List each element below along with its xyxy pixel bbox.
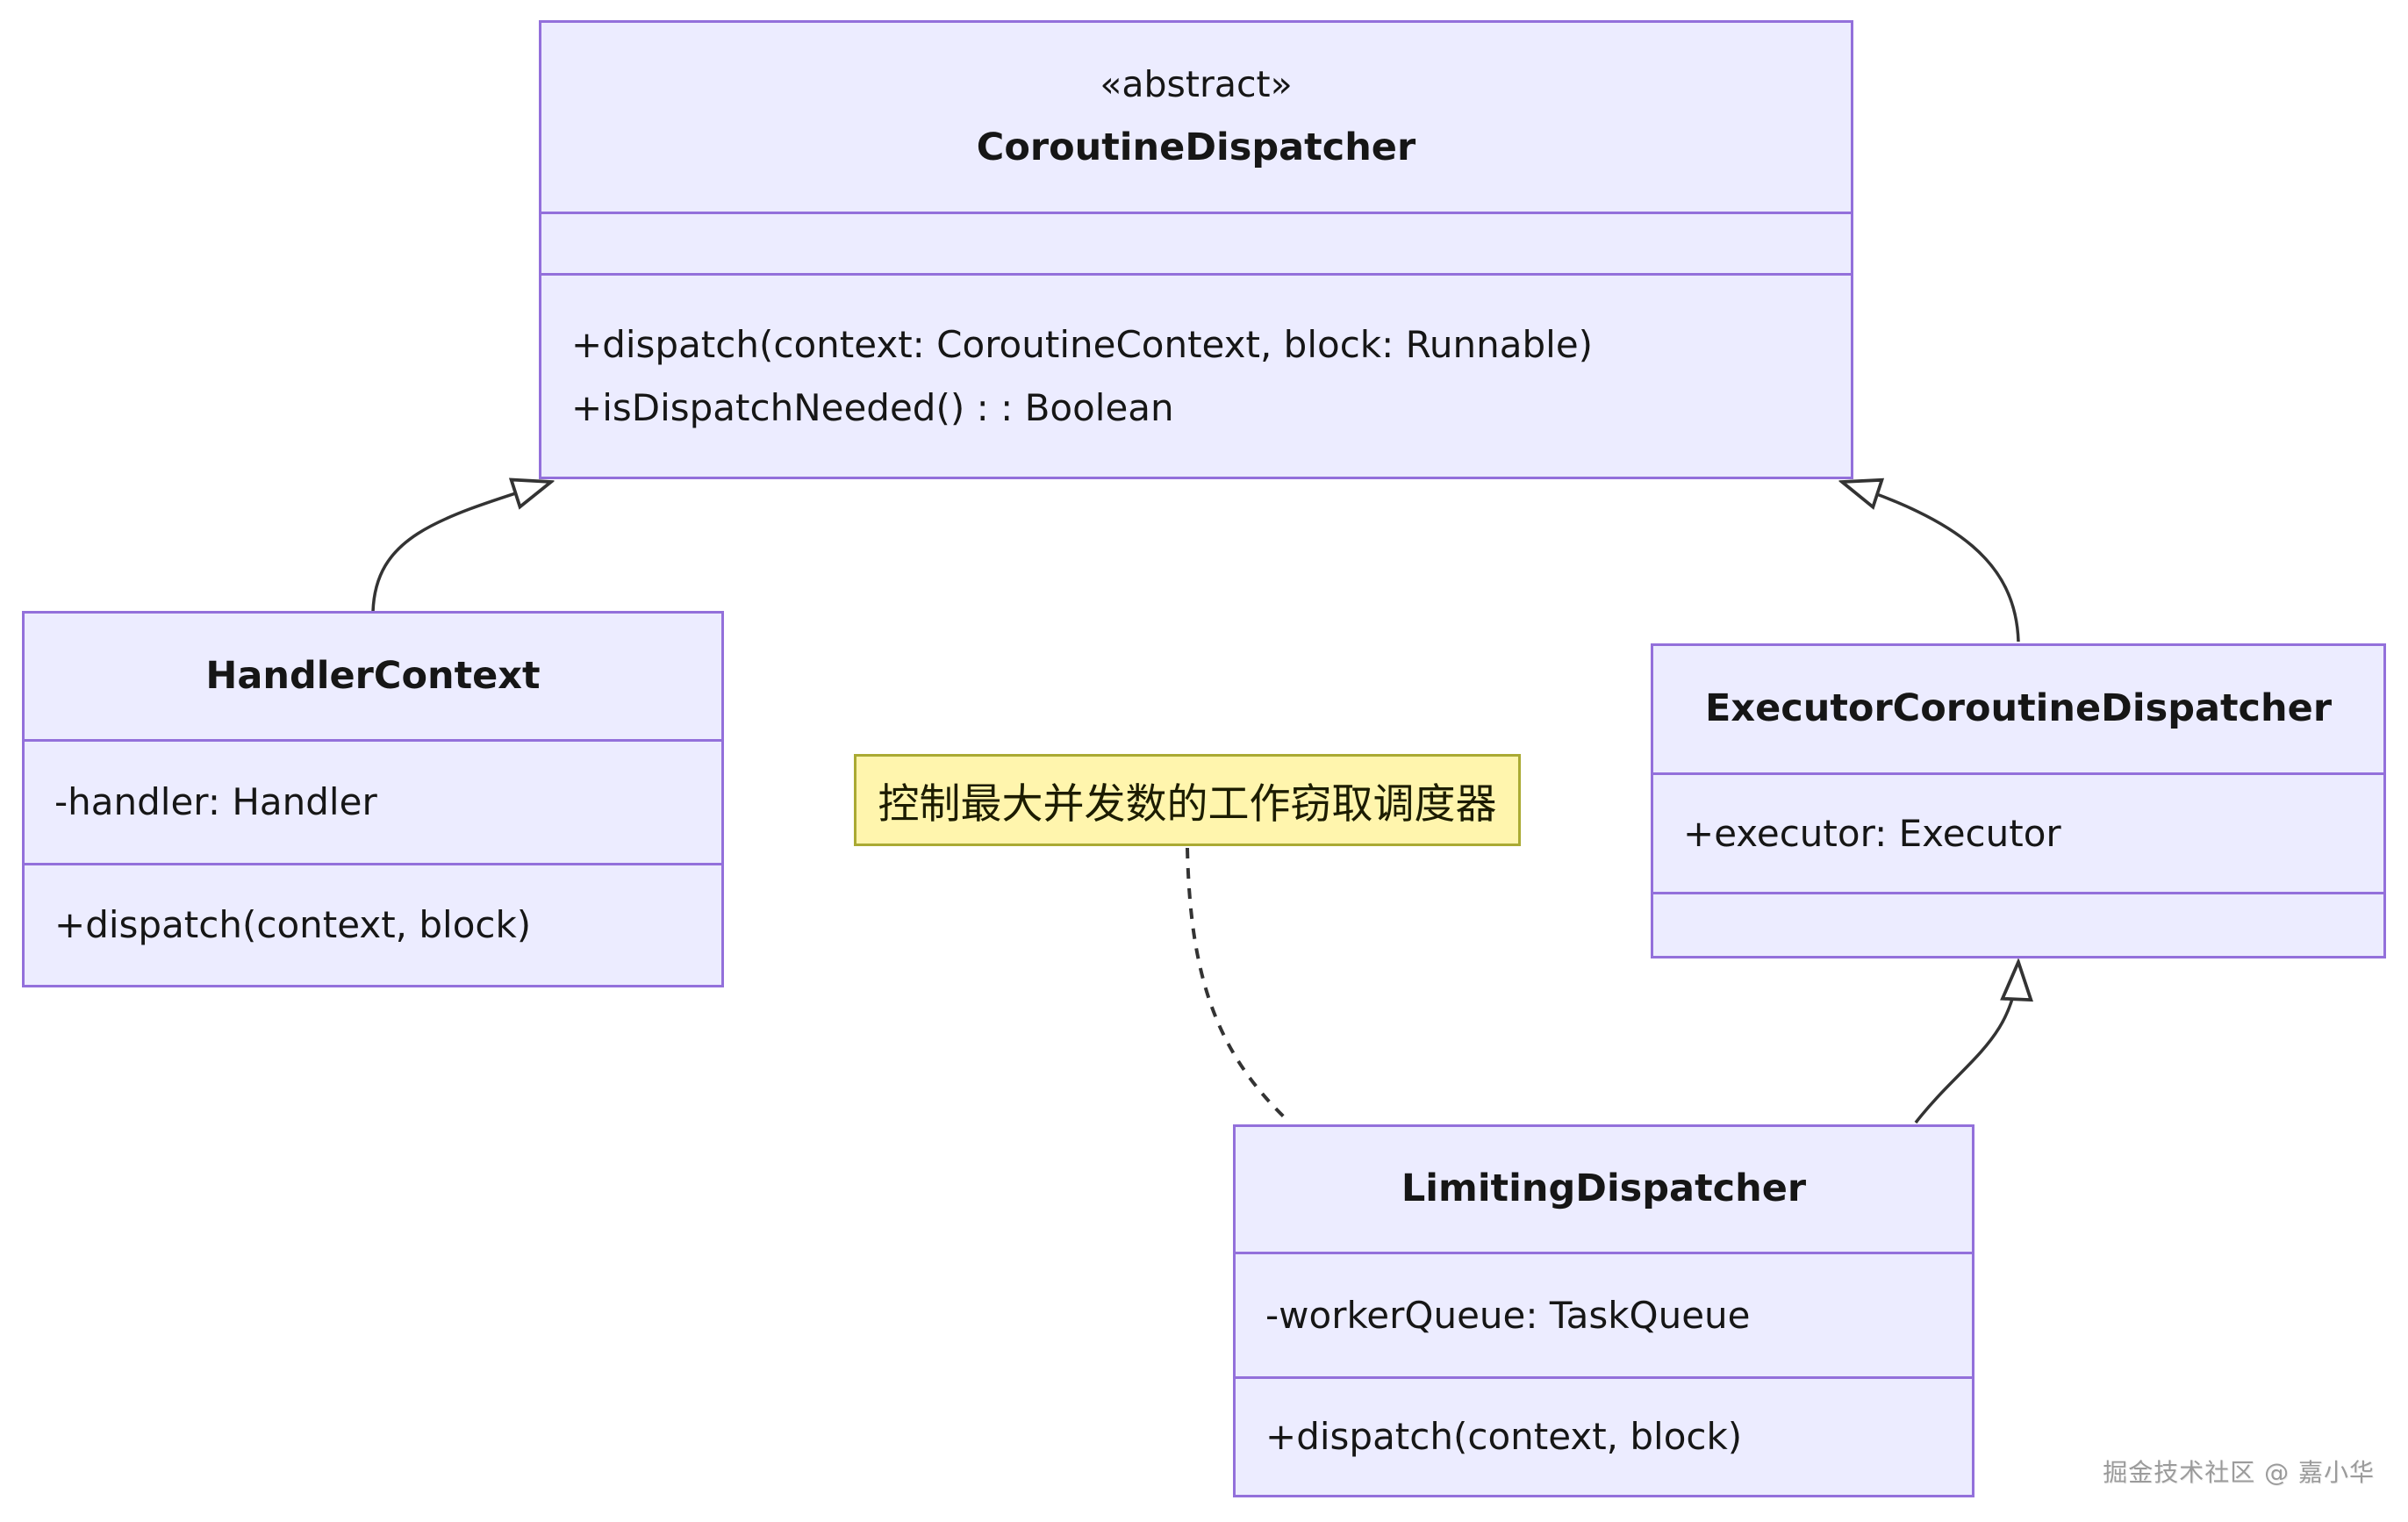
note-text: 控制最大并发数的工作窃取调度器 — [878, 780, 1497, 829]
class-method: +dispatch(context: CoroutineContext, blo… — [571, 323, 1594, 367]
class-title: «abstract» CoroutineDispatcher — [541, 23, 1851, 212]
class-title: ExecutorCoroutineDispatcher — [1653, 646, 2383, 772]
class-method: +dispatch(context, block) — [54, 903, 532, 947]
class-methods: +dispatch(context: CoroutineContext, blo… — [541, 273, 1851, 477]
class-attributes: -handler: Handler — [25, 739, 721, 863]
class-attributes: -workerQueue: TaskQueue — [1236, 1252, 1972, 1376]
class-attributes-empty — [541, 212, 1851, 273]
class-methods: +dispatch(context, block) — [1236, 1376, 1972, 1495]
class-method: +dispatch(context, block) — [1265, 1415, 1743, 1459]
class-attribute: -workerQueue: TaskQueue — [1265, 1293, 1751, 1337]
note-link-edge — [1186, 847, 1291, 1124]
class-methods: +dispatch(context, block) — [25, 863, 721, 985]
inheritance-edge-executordispatcher-to-coroutinedispatcher — [1842, 482, 2020, 643]
class-title: LimitingDispatcher — [1236, 1127, 1972, 1252]
class-name: HandlerContext — [205, 653, 541, 698]
class-name: ExecutorCoroutineDispatcher — [1704, 686, 2333, 731]
watermark-text: 掘金技术社区 @ 嘉小华 — [2103, 1458, 2375, 1487]
class-name: CoroutineDispatcher — [976, 125, 1416, 169]
inheritance-edge-handlercontext-to-coroutinedispatcher — [371, 482, 551, 613]
class-method: +isDispatchNeeded() : : Boolean — [571, 385, 1174, 429]
class-attribute: -handler: Handler — [54, 780, 377, 824]
class-box-limiting-dispatcher: LimitingDispatcher -workerQueue: TaskQue… — [1233, 1124, 1974, 1497]
inheritance-edge-limitingdispatcher-to-executordispatcher — [1914, 962, 2018, 1124]
class-attribute: +executor: Executor — [1683, 811, 2061, 855]
class-box-handler-context: HandlerContext -handler: Handler +dispat… — [22, 611, 724, 987]
note-box: 控制最大并发数的工作窃取调度器 — [854, 754, 1521, 846]
class-box-coroutine-dispatcher: «abstract» CoroutineDispatcher +dispatch… — [539, 20, 1853, 479]
class-attributes: +executor: Executor — [1653, 772, 2383, 892]
class-name: LimitingDispatcher — [1401, 1167, 1807, 1211]
class-box-executor-coroutine-dispatcher: ExecutorCoroutineDispatcher +executor: E… — [1651, 643, 2386, 958]
class-methods-empty — [1653, 892, 2383, 956]
class-annotation: «abstract» — [1100, 63, 1293, 106]
class-title: HandlerContext — [25, 614, 721, 739]
